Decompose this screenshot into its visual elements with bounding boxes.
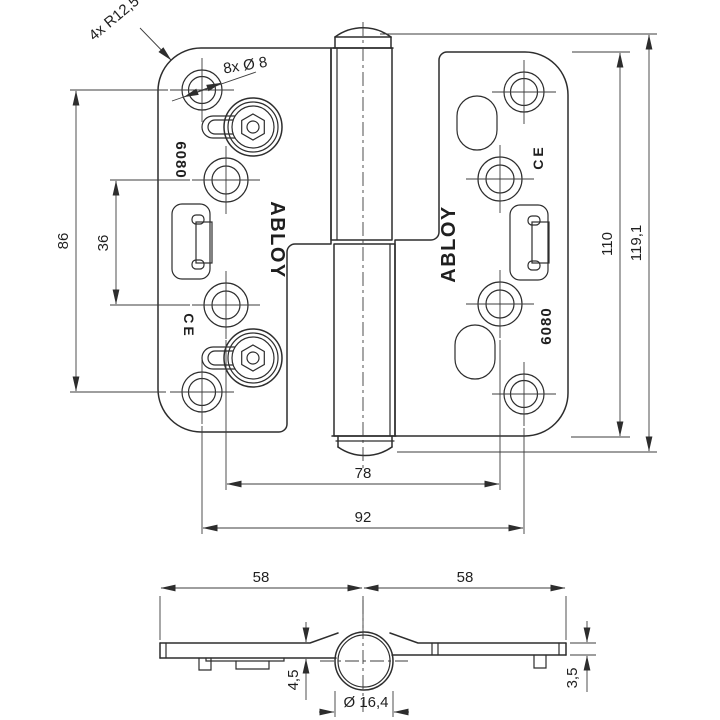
dimension-4-5: 4,5 <box>285 622 310 700</box>
edge-view: 58 58 4,5 3,5 Ø <box>159 569 596 717</box>
dimension-78: 78 <box>225 340 501 490</box>
left-leaf: 6080 ABLOY CE <box>157 47 332 433</box>
dimension-86: 86 <box>55 89 168 393</box>
corner-radius-callout: 4x R12,5 <box>86 0 172 61</box>
dim-label: 78 <box>355 465 372 482</box>
main-dimensions: 4x R12,5 8x Ø 8 86 36 <box>55 0 657 534</box>
hole-diameter-label: 8x Ø 8 <box>222 54 268 78</box>
hinge-pin-barrel <box>330 22 397 468</box>
dimension-58-58: 58 58 <box>159 569 567 640</box>
locking-screw-keyhole <box>201 328 283 388</box>
brand-stamp: ABLOY <box>438 205 460 283</box>
dim-label: 86 <box>55 233 72 250</box>
right-leaf: 6080 ABLOY CE <box>394 51 569 437</box>
dim-label: 119,1 <box>628 225 645 261</box>
oval-adjustment-hole <box>456 95 498 151</box>
screw-hole <box>465 144 535 214</box>
screw-hole <box>491 59 557 125</box>
screw-pocket <box>235 660 270 670</box>
dimension-110: 110 <box>571 51 630 438</box>
dim-label: 58 <box>457 569 474 586</box>
dim-label: 4,5 <box>285 670 302 691</box>
dim-label: 110 <box>599 232 616 256</box>
corner-radius-label: 4x R12,5 <box>86 0 143 44</box>
edge-dimensions: 58 58 4,5 3,5 Ø <box>159 569 596 717</box>
dimension-3-5: 3,5 <box>564 621 596 692</box>
adjustment-slot <box>171 203 213 280</box>
ce-mark-icon: CE <box>530 144 546 169</box>
dim-label: 92 <box>355 509 372 526</box>
under-plate <box>205 657 285 662</box>
dimension-16-4: Ø 16,4 <box>319 691 409 717</box>
dim-label: 3,5 <box>564 668 581 689</box>
fixing-tab <box>533 654 547 669</box>
fixing-tab <box>198 657 212 671</box>
barrel-bottom-cap <box>331 435 397 457</box>
brand-stamp: ABLOY <box>266 201 288 279</box>
screw-hole <box>169 359 235 425</box>
model-stamp: 6080 <box>538 307 555 344</box>
oval-adjustment-hole <box>454 324 496 380</box>
hole-diameter-callout: 8x Ø 8 <box>171 54 268 102</box>
ce-mark-icon: CE <box>181 313 197 338</box>
adjustment-slot <box>509 204 550 281</box>
dimension-36: 36 <box>95 179 190 306</box>
screw-hole <box>491 361 557 427</box>
dim-label: 36 <box>95 235 112 252</box>
model-stamp: 6080 <box>172 141 189 178</box>
dim-label: 58 <box>253 569 270 586</box>
main-view: 6080 ABLOY CE 6080 ABLOY CE <box>55 0 657 534</box>
dimension-92: 92 <box>201 426 525 534</box>
dim-label: Ø 16,4 <box>343 694 388 711</box>
dimension-119-1: 119,1 <box>380 33 657 453</box>
knuckle-circle <box>334 631 394 691</box>
